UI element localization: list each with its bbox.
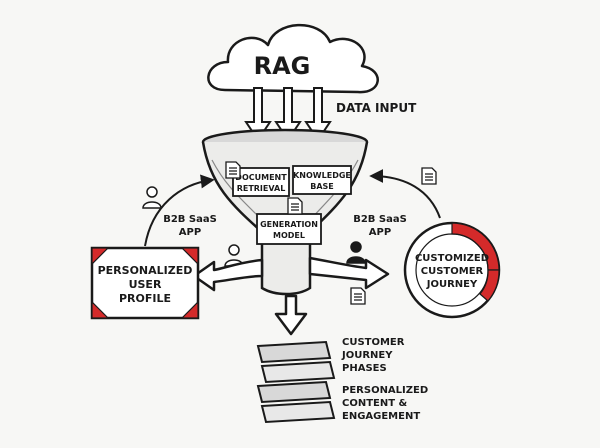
knowledge-base-line2: BASE xyxy=(310,182,334,191)
left-app-line2: APP xyxy=(179,227,201,238)
left-feedback-arrow xyxy=(144,174,215,247)
content-line1: PERSONALIZED xyxy=(342,385,428,396)
journey-line1: CUSTOMIZED xyxy=(415,253,489,264)
left-output-arrow xyxy=(192,258,264,292)
right-output-arrow xyxy=(308,256,390,290)
down-output-arrow xyxy=(274,294,308,336)
content-line3: ENGAGEMENT xyxy=(342,411,420,422)
right-feedback-arrow xyxy=(369,169,441,219)
profile-line2: USER xyxy=(129,278,162,291)
knowledge-base-line1: KNOWLEDGE xyxy=(293,171,351,180)
user-icon-dark xyxy=(346,241,366,264)
user-icon xyxy=(224,244,244,267)
left-app-line1: B2B SaaS xyxy=(163,214,217,225)
journey-line3: JOURNEY xyxy=(426,279,478,290)
phases-line2: JOURNEY xyxy=(341,350,393,361)
journey-phases-stack xyxy=(256,340,336,424)
document-icon xyxy=(350,287,366,305)
document-icon xyxy=(287,197,303,215)
document-retrieval-line2: RETRIEVAL xyxy=(237,184,286,193)
content-line2: CONTENT & xyxy=(342,398,408,409)
phases-line3: PHASES xyxy=(342,363,387,374)
personalized-user-profile-box xyxy=(90,246,200,320)
cloud-shape xyxy=(207,23,379,94)
right-app-line2: APP xyxy=(369,227,391,238)
generation-model-line1: GENERATION xyxy=(260,220,318,229)
right-app-line1: B2B SaaS xyxy=(353,214,407,225)
phases-line1: CUSTOMER xyxy=(342,337,405,348)
document-icon xyxy=(421,167,437,185)
document-retrieval-box xyxy=(232,167,290,197)
document-icon xyxy=(225,161,241,179)
knowledge-base-box xyxy=(292,165,352,195)
generation-model-line2: MODEL xyxy=(273,231,305,240)
cloud-title: RAG xyxy=(254,52,311,80)
journey-line2: CUSTOMER xyxy=(421,266,484,277)
profile-line1: PERSONALIZED xyxy=(98,264,193,277)
user-icon xyxy=(142,186,162,209)
profile-line3: PROFILE xyxy=(119,292,171,305)
document-retrieval-line1: DOCUMENT xyxy=(235,173,287,182)
customer-journey-circle xyxy=(403,221,501,319)
data-input-label: DATA INPUT xyxy=(336,101,417,115)
